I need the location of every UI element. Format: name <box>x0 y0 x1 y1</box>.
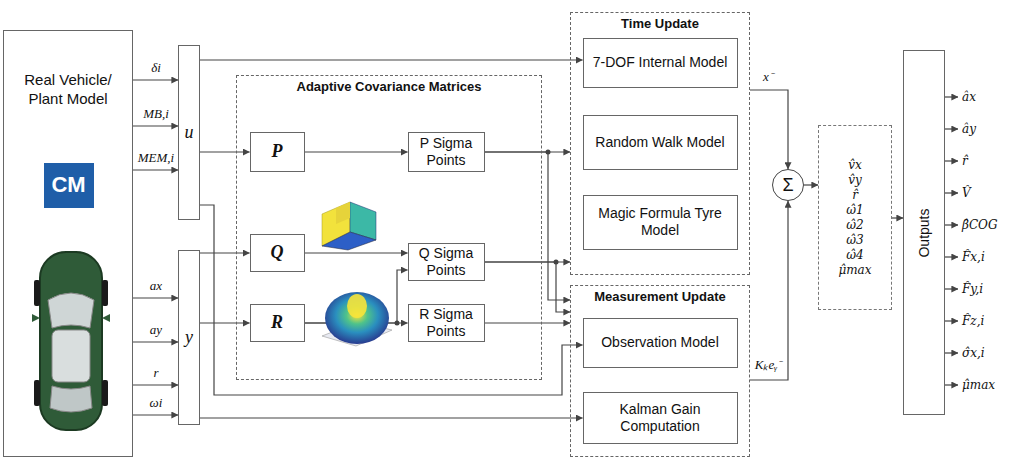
connector <box>133 384 178 385</box>
node-label: r̂ <box>852 188 858 203</box>
group-frame: Measurement UpdateObservation ModelKalma… <box>570 285 750 457</box>
node-label: R <box>271 312 283 333</box>
car-illustration <box>32 252 110 430</box>
connector <box>200 322 250 323</box>
node-label: Real Vehicle/ Plant Model <box>8 71 128 109</box>
signal-label: x⁻ <box>762 67 774 85</box>
software-logo: CM <box>44 163 94 208</box>
node-label: Outputs <box>916 208 932 257</box>
node-label: Measurement Update <box>591 289 728 304</box>
signal-label: ay <box>149 322 163 338</box>
node-label: R Sigma Points <box>413 306 480 339</box>
connector <box>305 270 408 323</box>
node-label: CM <box>51 171 85 199</box>
output-signal: ây <box>962 122 976 136</box>
connector <box>133 169 178 170</box>
signal-label: MEM,i <box>137 150 175 166</box>
node-label: Random Walk Model <box>595 134 724 151</box>
plant-model-box: Real Vehicle/ Plant ModelCM <box>3 30 133 457</box>
junction-dot <box>395 150 559 326</box>
node-label: v̂y <box>848 173 862 188</box>
connector <box>305 151 408 152</box>
signal-label: ax <box>149 278 163 294</box>
connector <box>485 152 571 300</box>
node-label: P Sigma Points <box>413 135 480 168</box>
node-label: Q <box>271 242 284 263</box>
measurement-vector-box: y <box>178 250 200 425</box>
model-box: Kalman Gain Computation <box>583 392 738 444</box>
signal-label: δi <box>150 60 162 76</box>
output-signal: V̂ <box>962 186 971 200</box>
connector <box>200 417 583 418</box>
connector <box>200 151 250 152</box>
output-signal: r̂ <box>962 154 968 168</box>
output-signal: μ̂max <box>962 378 995 392</box>
node-label: Magic Formula Tyre Model <box>588 205 733 238</box>
output-signal: β̂COG <box>962 218 998 232</box>
node-label: ω̂3 <box>846 233 863 248</box>
signal-label: r <box>152 365 159 381</box>
signal-label: ωi <box>149 395 164 411</box>
node-label: Σ <box>782 175 793 196</box>
node-label: Q Sigma Points <box>413 245 480 278</box>
connector <box>804 184 818 185</box>
model-box: Random Walk Model <box>583 115 738 170</box>
node-label: μ̂max <box>838 263 871 278</box>
node-label: ω̂2 <box>846 218 863 233</box>
sum-junction: Σ <box>772 169 804 201</box>
connector <box>485 322 571 323</box>
group-frame: Time Update 7-DOF Internal ModelRandom Wa… <box>570 12 750 275</box>
output-signal: âx <box>962 90 976 104</box>
output-signal: F̂x,i <box>962 250 985 264</box>
connector <box>892 217 903 218</box>
model-box: 7-DOF Internal Model <box>583 38 738 88</box>
node-label: u <box>185 122 194 143</box>
gaussian-plot <box>322 292 392 346</box>
connector <box>133 341 178 342</box>
group-frame: Adaptive Covariance MatricesP P Sigma Poi… <box>236 75 542 380</box>
connector <box>750 90 788 169</box>
connector <box>133 414 178 415</box>
connector <box>485 262 571 312</box>
connector <box>133 79 178 80</box>
surface-plot <box>322 202 376 250</box>
output-signal: F̂z,i <box>962 314 984 328</box>
output-signal: σ̂x,i <box>962 346 985 360</box>
state-vector-box: v̂xv̂yr̂ω̂1ω̂2ω̂3ω̂4μ̂max <box>818 125 892 310</box>
matrix-box: P <box>250 132 305 172</box>
signal-label: MB,i <box>142 106 170 122</box>
model-box: Magic Formula Tyre Model <box>583 195 738 250</box>
node-label: Kalman Gain Computation <box>588 401 733 434</box>
connector <box>133 125 178 126</box>
matrix-box: R <box>250 304 305 342</box>
input-vector-box: u <box>178 45 200 220</box>
sigma-box: P Sigma Points <box>408 132 485 172</box>
connector <box>133 297 178 298</box>
sigma-box: R Sigma Points <box>408 304 485 342</box>
connector <box>200 252 250 253</box>
output-arrow <box>945 97 958 385</box>
node-label: ω̂4 <box>846 248 863 263</box>
node-label: Observation Model <box>601 334 719 351</box>
matrix-box: Q <box>250 234 305 272</box>
outputs-box: Outputs <box>903 50 945 415</box>
connector <box>200 205 583 395</box>
node-label: 7-DOF Internal Model <box>593 54 728 71</box>
model-box: Observation Model <box>583 318 738 368</box>
node-label: Time Update <box>618 16 702 31</box>
node-label: ω̂1 <box>846 203 863 218</box>
connector <box>750 201 788 380</box>
node-label: Adaptive Covariance Matrices <box>294 79 485 94</box>
output-signal: F̂y,i <box>962 282 983 296</box>
node-label: P <box>272 141 283 162</box>
connector <box>200 59 583 60</box>
sigma-box: Q Sigma Points <box>408 243 485 281</box>
signal-label: Kₖeᵧ⁻ <box>754 355 782 373</box>
node-label: v̂x <box>848 158 862 173</box>
connector <box>305 252 408 253</box>
node-label: y <box>185 327 193 348</box>
